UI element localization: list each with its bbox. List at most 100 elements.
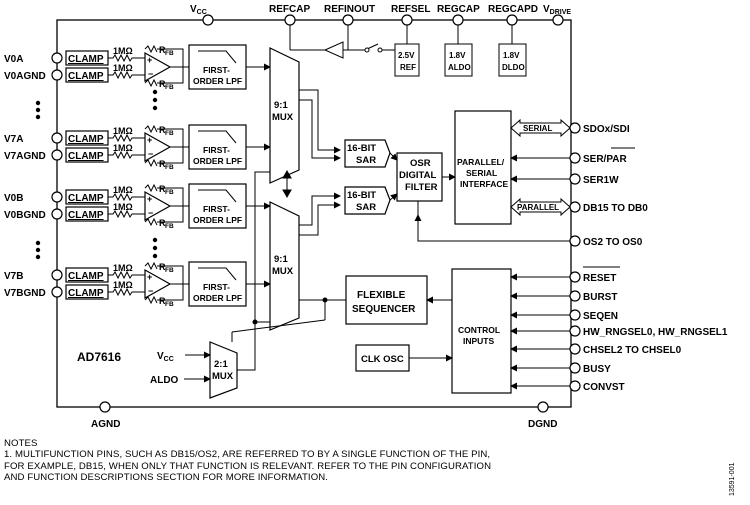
sar-to-filter-wiring (389, 152, 456, 215)
osr-filter: OSR DIGITAL FILTER (396, 152, 443, 202)
vdrive-sub: DRIVE (550, 9, 572, 16)
refcap-label: REFCAP (269, 4, 310, 15)
ps-interface: PARALLEL/ SERIAL INTERFACE (454, 110, 512, 225)
lpf-label: FIRST- (203, 204, 230, 214)
svg-text:1.8V: 1.8V (503, 51, 520, 60)
resistor-label: 1MΩ (113, 185, 133, 195)
lpf-response-icon (198, 50, 237, 64)
svg-text:OSR: OSR (410, 158, 431, 169)
right-pin (569, 325, 581, 337)
vdrive-label: V (543, 4, 550, 15)
regcap-label: REGCAP (437, 4, 480, 15)
svg-text:VDRIVE: VDRIVE (543, 4, 571, 16)
svg-text:VCC: VCC (190, 4, 207, 16)
clamp-label: CLAMP (68, 210, 104, 221)
rfb-label: R (159, 159, 166, 169)
left-pin (51, 191, 63, 203)
svg-text:SAR: SAR (356, 155, 376, 166)
lpf-block (188, 44, 247, 90)
input-resistor (108, 192, 145, 202)
clamp-label: CLAMP (68, 271, 104, 282)
feedback-wire (157, 128, 184, 148)
top-pin-regcapd: REGCAPD (488, 4, 538, 26)
svg-text:DIGITAL: DIGITAL (399, 170, 436, 181)
clamp-label: CLAMP (68, 134, 104, 145)
refsel-label: REFSEL (391, 4, 430, 15)
lpf-block (188, 183, 247, 229)
rfb-label: R (159, 262, 166, 272)
rfb-label: R (159, 45, 166, 55)
svg-text:SAR: SAR (356, 202, 376, 213)
right-pin (569, 122, 581, 134)
vcc-label: V (190, 4, 197, 15)
svg-text:2.5V: 2.5V (398, 51, 415, 60)
right-pin-label: HW_RNGSEL0, HW_RNGSEL1 (583, 327, 728, 338)
junction-dots (252, 297, 328, 325)
top-pin-refinout: REFINOUT (324, 4, 375, 26)
interface-pin-wiring (414, 154, 575, 242)
parallel-bus: PARALLEL (510, 197, 571, 217)
rfb-label: R (159, 218, 166, 228)
opamp-plus: + (147, 272, 152, 282)
svg-text:REF: REF (400, 63, 416, 72)
svg-text:MUX: MUX (272, 112, 294, 123)
opamp (144, 190, 172, 222)
svg-text:9:1: 9:1 (274, 100, 288, 111)
part-name: AD7616 (77, 350, 121, 364)
input-resistor (108, 53, 145, 63)
left-pin (51, 208, 63, 220)
input-resistor (108, 133, 145, 143)
clamp-label: CLAMP (68, 193, 104, 204)
lpf-block (188, 124, 247, 170)
right-pin-label: SER1W (583, 175, 619, 186)
clamp-label: CLAMP (68, 151, 104, 162)
svg-text:MUX: MUX (272, 266, 294, 277)
lpf-label: FIRST- (203, 282, 230, 292)
svg-text:16-BIT: 16-BIT (347, 190, 376, 201)
resistor-label: 1MΩ (113, 280, 133, 290)
aldo-block: 1.8V ALDO (444, 43, 473, 77)
svg-text:SEQUENCER: SEQUENCER (352, 304, 416, 315)
svg-text:PARALLEL: PARALLEL (517, 203, 559, 212)
left-pin-label: V7A (4, 134, 23, 145)
feedback-resistor (144, 217, 158, 227)
feedback-wire (157, 206, 184, 223)
resistor-label: 1MΩ (113, 46, 133, 56)
feedback-wire (157, 48, 184, 68)
opamp-minus: − (148, 149, 153, 159)
top-pin-vcc: VCC (190, 4, 214, 26)
refinout-label: REFINOUT (324, 4, 375, 15)
rfb-label: R (159, 79, 166, 89)
svg-text:CONTROL: CONTROL (458, 325, 500, 335)
left-pin (51, 269, 63, 281)
lpf-response-icon (198, 189, 237, 203)
svg-text:2:1: 2:1 (214, 359, 228, 370)
left-pin (51, 52, 63, 64)
feedback-resistor (144, 78, 158, 88)
opamp-plus: + (147, 135, 152, 145)
feedback-wire (157, 187, 184, 207)
lpf-label: FIRST- (203, 65, 230, 75)
svg-text:ALDO: ALDO (150, 375, 179, 386)
resistor-label: 1MΩ (113, 263, 133, 273)
top-pin-refcap: REFCAP (269, 4, 310, 26)
notes-line-1: 1. MULTIFUNCTION PINS, SUCH AS DB15/OS2,… (4, 449, 491, 461)
top-pin-regcap: REGCAP (437, 4, 480, 26)
lpf-label: ORDER LPF (193, 156, 242, 166)
input-resistor (108, 270, 145, 280)
clamp-label: CLAMP (68, 54, 104, 65)
right-pin-label: CHSEL2 TO CHSEL0 (583, 345, 682, 356)
rfb-sub: FB (165, 267, 174, 274)
clamp-label: CLAMP (68, 71, 104, 82)
svg-text:INTERFACE: INTERFACE (460, 179, 509, 189)
opamp-plus: + (147, 55, 152, 65)
feedback-wire (157, 147, 184, 164)
rfb-sub: FB (165, 223, 174, 230)
svg-text:SERIAL: SERIAL (523, 124, 552, 133)
feedback-wire (157, 67, 184, 84)
mux-bottom: 9:1 MUX (269, 201, 300, 331)
ellipsis-dots (35, 89, 158, 260)
top-pin-vdrive: VDRIVE (543, 4, 571, 26)
